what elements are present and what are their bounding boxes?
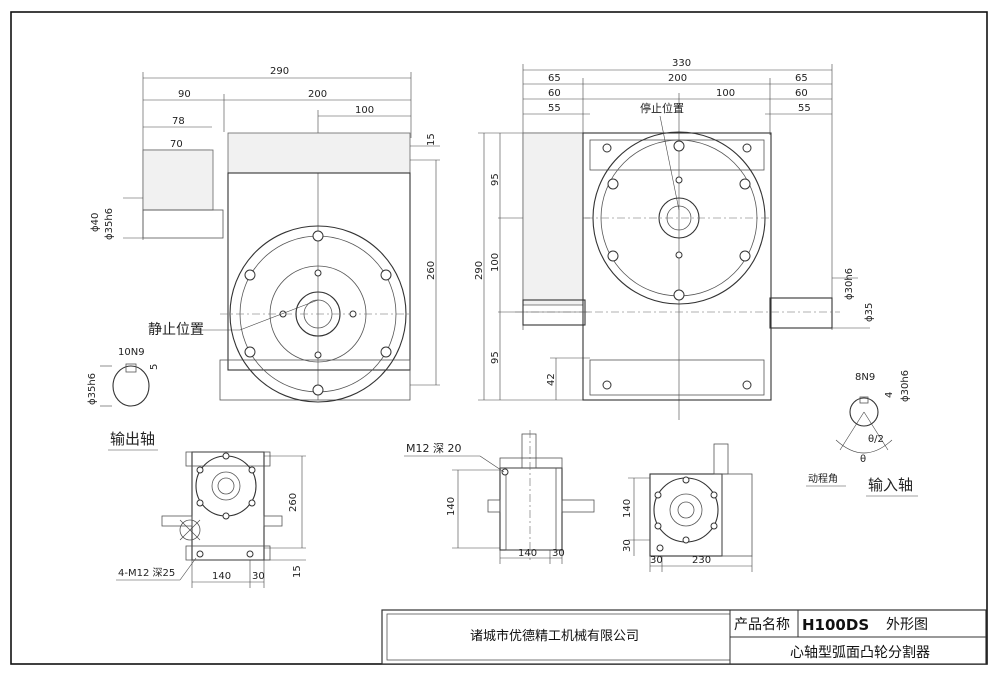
dim-b1-140: 140 (212, 571, 231, 582)
dim-top-70: 70 (170, 139, 183, 150)
drawing-type: 外形图 (886, 617, 928, 633)
dim-r-65b: 65 (795, 73, 808, 84)
bottom-view-2: M12 深 20 140 140 30 (404, 430, 595, 564)
dim-r-60b: 60 (795, 88, 808, 99)
dim-b2-30: 30 (552, 548, 565, 559)
dim-b1-15: 15 (292, 565, 303, 578)
dim-b1-260: 260 (288, 493, 299, 512)
dim-b2-140v: 140 (446, 497, 457, 516)
dim-r-200: 200 (668, 73, 687, 84)
dim-r-95a: 95 (490, 173, 501, 186)
dim-top-260: 260 (426, 261, 437, 280)
dim-b2-m12: M12 深 20 (406, 442, 461, 455)
output-key-detail: 10N9 5 ϕ35h6 (87, 347, 160, 407)
dim-r-55a: 55 (548, 103, 561, 114)
drawing-border (10, 11, 988, 665)
stop-position-label-2: 停止位置 (640, 101, 684, 115)
dim-r-330: 330 (672, 58, 691, 69)
bottom-view-3: 140 30 30 230 (622, 443, 753, 572)
product-description: 心轴型弧面凸轮分割器 (790, 644, 930, 661)
dim-b3-140v: 140 (622, 499, 633, 518)
drive-angle-label: 动程角 (808, 473, 838, 485)
dim-r-65a: 65 (548, 73, 561, 84)
dim-i-8n9: 8N9 (855, 372, 875, 383)
dim-i-theta2: θ/2 (868, 434, 884, 445)
dim-r-95b: 95 (490, 351, 501, 364)
input-shaft-label: 输入轴 (868, 476, 913, 494)
dim-b3-30: 30 (650, 555, 663, 566)
dim-r-42: 42 (546, 373, 557, 386)
bolt-pattern-label: 4-M12 深25 (118, 567, 175, 579)
input-key-detail: 8N9 4 ϕ30h6 θ/2 θ 动程角 (806, 370, 911, 487)
dim-r-phi30h6: ϕ30h6 (844, 268, 855, 300)
top-left-view: 290 90 200 100 78 70 ϕ40 ϕ35h6 15 260 (90, 66, 440, 403)
dim-key-10n9: 10N9 (118, 347, 145, 358)
dim-i-4: 4 (884, 392, 895, 398)
dim-r-phi35: ϕ35 (864, 303, 875, 322)
output-shaft-label: 输出轴 (110, 430, 155, 448)
stop-position-label: 静止位置 (148, 322, 204, 338)
dim-phi35h6: ϕ35h6 (104, 208, 115, 240)
dim-top-100: 100 (355, 105, 374, 116)
top-right-view: 330 65 200 65 60 100 60 55 55 290 95 100… (474, 58, 875, 420)
dim-i-phi30h6: ϕ30h6 (900, 370, 911, 402)
dim-top-15: 15 (426, 133, 437, 146)
dim-r-55b: 55 (798, 103, 811, 114)
dim-key-phi35h6: ϕ35h6 (87, 373, 98, 405)
dim-r-60a: 60 (548, 88, 561, 99)
title-block: 诸城市优德精工机械有限公司 产品名称 H100DS 外形图 心轴型弧面凸轮分割器 (381, 609, 987, 665)
dim-top-200: 200 (308, 89, 327, 100)
dim-i-theta: θ (860, 454, 866, 465)
model-number: H100DS (802, 616, 869, 634)
company-name: 诸城市优德精工机械有限公司 (470, 628, 639, 644)
product-name-label: 产品名称 (734, 617, 790, 633)
dim-key-5: 5 (149, 364, 160, 370)
dim-phi40: ϕ40 (90, 213, 101, 232)
dim-top-78: 78 (172, 116, 185, 127)
dim-r-290: 290 (474, 261, 485, 280)
dim-b2-140: 140 (518, 548, 537, 559)
dim-b1-30: 30 (252, 571, 265, 582)
dim-b3-30v: 30 (622, 539, 633, 552)
dim-b3-230: 230 (692, 555, 711, 566)
dim-top-90: 90 (178, 89, 191, 100)
dim-top-290: 290 (270, 66, 289, 77)
dim-r-100v: 100 (490, 253, 501, 272)
dim-r-100: 100 (716, 88, 735, 99)
bottom-view-1: 260 15 140 30 4-M12 深25 (116, 451, 306, 588)
